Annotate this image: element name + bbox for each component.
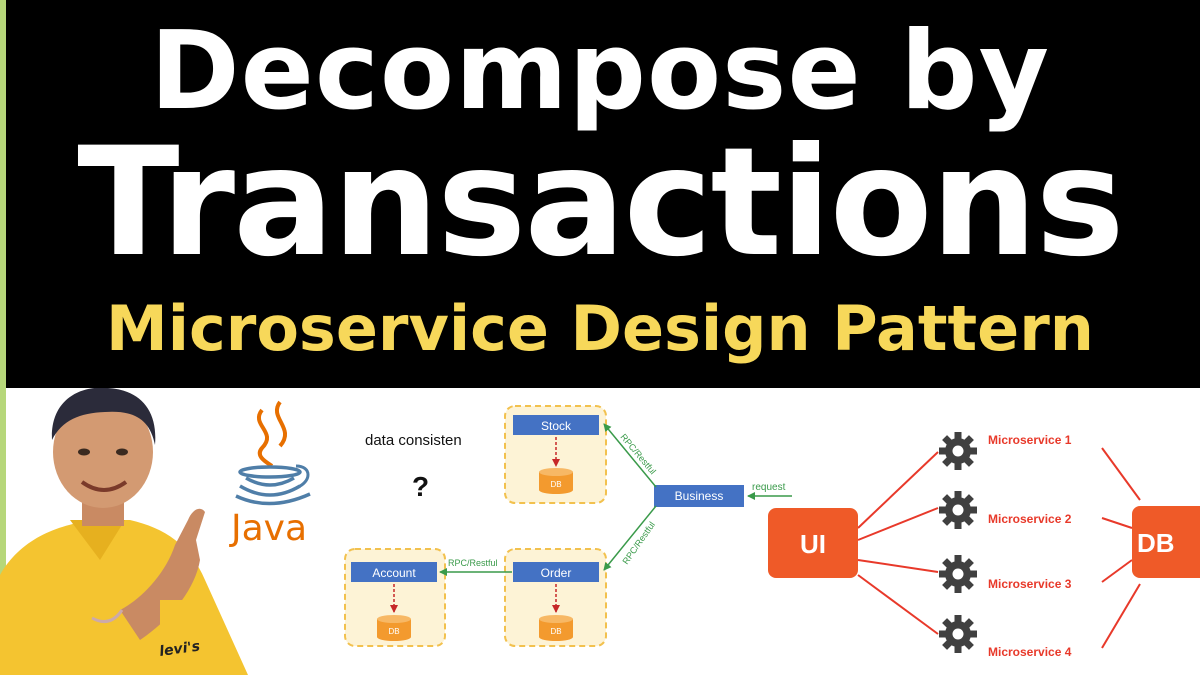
coffee-cup-icon [235, 400, 311, 506]
order-db-icon [539, 615, 573, 641]
rpc-stock-label: RPC/Restful [618, 432, 657, 476]
stock-service-box [513, 415, 599, 435]
order-service-label: Order [541, 566, 572, 580]
order-db-label: DB [550, 627, 561, 636]
account-db-icon [377, 615, 411, 641]
business-to-stock-arrow [603, 423, 657, 488]
business-service-box [654, 485, 744, 507]
account-db-label: DB [388, 627, 399, 636]
title-banner [0, 0, 1200, 388]
stock-service-label: Stock [541, 419, 572, 433]
presenter-illustration [0, 388, 248, 675]
order-service-box [513, 562, 599, 582]
db-box [1132, 506, 1200, 578]
request-label: request [752, 482, 786, 493]
business-to-order-arrow [603, 505, 657, 571]
account-service-box [351, 562, 437, 582]
left-edge-stripe [0, 0, 6, 675]
ui-label: UI [800, 529, 826, 559]
subtitle: Microservice Design Pattern [106, 292, 1094, 365]
stock-db-icon [539, 468, 573, 494]
question-mark: ? [412, 471, 429, 502]
gear-icons [939, 432, 977, 653]
java-logo-text: Java [229, 508, 307, 549]
title-line-2: Transactions [77, 116, 1124, 290]
ui-db-connections [857, 447, 1141, 649]
gear-icon [939, 615, 977, 653]
microservice-4-label: Microservice 4 [988, 645, 1072, 659]
gear-icon [939, 491, 977, 529]
stock-db-label: DB [550, 480, 561, 489]
ui-box [768, 508, 858, 578]
title-line-1: Decompose by [150, 9, 1050, 134]
microservice-3-label: Microservice 3 [988, 577, 1072, 591]
microservice-1-label: Microservice 1 [988, 433, 1072, 447]
data-consistency-text: data consisten [365, 432, 462, 449]
gear-icon [939, 432, 977, 470]
shirt-logo: levi's [158, 638, 201, 660]
account-service-label: Account [372, 566, 416, 580]
diagram-area: levi's Java data consisten ? Stock DB Ac… [0, 388, 1200, 675]
db-label: DB [1137, 528, 1175, 558]
rpc-account-label: RPC/Restful [448, 558, 498, 568]
gear-icon [939, 555, 977, 593]
microservice-2-label: Microservice 2 [988, 512, 1072, 526]
business-service-label: Business [675, 489, 724, 503]
